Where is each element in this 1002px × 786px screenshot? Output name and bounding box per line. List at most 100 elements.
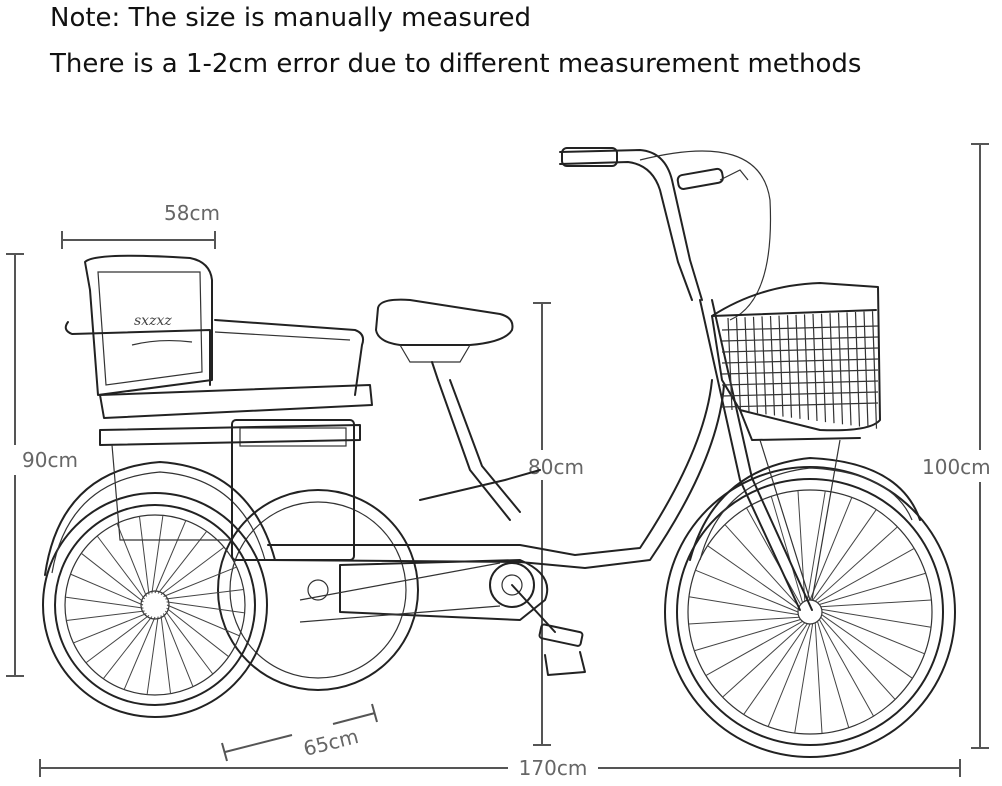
basket-wire [744, 317, 750, 413]
basket-wire [721, 391, 879, 397]
basket-wire [721, 369, 879, 375]
wheel-spoke [154, 520, 187, 594]
wheel-spoke [157, 531, 208, 594]
basket-wire [846, 312, 852, 426]
wheel-spoke [166, 601, 245, 614]
wheel-spoke [707, 545, 799, 610]
wheel-spoke [165, 588, 244, 600]
frame [267, 299, 813, 676]
wheel-spoke [146, 616, 159, 695]
note-line-1: Note: The size is manually measured [50, 3, 532, 33]
dimension-saddle-height: 80cm [528, 302, 584, 746]
wheel-spoke [164, 610, 214, 675]
basket-wire [752, 316, 759, 414]
wheel-spoke [116, 523, 147, 597]
wheel-spoke [96, 535, 146, 600]
wheel-spoke [70, 573, 144, 606]
wheel-spoke [66, 610, 145, 622]
basket-wire [721, 380, 879, 386]
handlebar [559, 147, 772, 321]
wheel-spoke [160, 615, 172, 694]
wheel-spoke [695, 569, 799, 613]
basket-wire [761, 316, 767, 415]
wheel-spoke [123, 616, 156, 690]
seat-width-label: 58cm [164, 201, 220, 225]
wheel-spoke [138, 516, 150, 595]
wheel-spoke [722, 622, 806, 698]
wheel-spoke [705, 620, 803, 676]
wheel-spoke [743, 623, 808, 715]
wheel-spoke [820, 599, 932, 608]
wheel-spoke [160, 546, 225, 596]
wheel-spoke [820, 616, 896, 700]
basket-wire [721, 347, 879, 353]
basket-wire [854, 311, 861, 427]
wheel-spoke [73, 613, 147, 644]
basket-wire [812, 313, 818, 422]
basket-wire [721, 358, 879, 364]
total-length-label: 170cm [519, 756, 588, 780]
note-line-2: There is a 1-2cm error due to different … [50, 49, 862, 79]
wheel-spoke [85, 614, 150, 664]
wheel-spoke [806, 490, 826, 601]
dimension-total-length: 170cm [39, 756, 961, 780]
wheel-spoke [163, 613, 194, 687]
wheel-spoke [814, 526, 898, 602]
dimension-total-height: 100cm [922, 143, 991, 749]
rear-wheel-far [217, 489, 419, 691]
wheel-spoke [794, 623, 814, 734]
basket-wire [721, 336, 879, 342]
front-wheel [664, 457, 956, 758]
wheel-spoke [821, 608, 932, 628]
basket-wire [837, 312, 844, 425]
basket-wire [721, 325, 879, 331]
wheel-spoke [746, 507, 802, 605]
wheel-spoke [814, 622, 823, 734]
saddle-height-label: 80cm [528, 455, 584, 479]
basket-wire [735, 317, 742, 412]
wheel-spoke [688, 616, 800, 625]
svg-text:sxzxz: sxzxz [134, 313, 172, 329]
wheel-spoke [770, 496, 803, 603]
wheel-spoke [821, 611, 925, 655]
saddle [375, 298, 514, 381]
total-height-label: 100cm [922, 455, 991, 479]
wheel-spoke [81, 552, 144, 603]
basket-wire [786, 315, 793, 418]
front-basket [711, 282, 881, 441]
wheel-spoke [166, 607, 229, 658]
dimension-seat-width: 58cm [61, 201, 220, 249]
wheel-spoke [688, 596, 799, 616]
basket-wire [721, 402, 879, 408]
wheel-spoke [767, 623, 811, 727]
basket-wire [863, 311, 869, 428]
front-fork-stays [759, 439, 841, 601]
basket-wire [769, 315, 776, 416]
tricycle-illustration: sxzxz [42, 147, 956, 758]
wheel-spoke [812, 509, 877, 601]
wheel-spoke [694, 619, 801, 652]
wheel-spoke [724, 524, 800, 608]
dimension-rear-height: 90cm [6, 253, 78, 677]
wheel-spoke [809, 497, 853, 601]
wheel-spoke [102, 616, 153, 679]
basket-wire [820, 313, 827, 423]
rear-wheel-near [42, 461, 276, 718]
basket-wire [727, 317, 733, 411]
wheel-spoke [797, 490, 806, 602]
wheel-spoke [151, 515, 164, 594]
rear-height-label: 90cm [22, 448, 78, 472]
wheel-spoke [818, 619, 874, 717]
wheel-spoke [166, 604, 240, 637]
basket-wire [803, 314, 810, 420]
dimension-rear-wheelbase: 65cm [221, 703, 378, 762]
wheel-spoke [817, 621, 850, 728]
rear-wheelbase-label: 65cm [301, 724, 361, 761]
wheel-spoke [819, 572, 926, 605]
rear-box [99, 419, 361, 561]
basket-wire [829, 313, 835, 424]
wheel-spoke [65, 596, 144, 609]
rear-seat: sxzxz [64, 254, 373, 419]
wheel-spoke [817, 548, 915, 604]
